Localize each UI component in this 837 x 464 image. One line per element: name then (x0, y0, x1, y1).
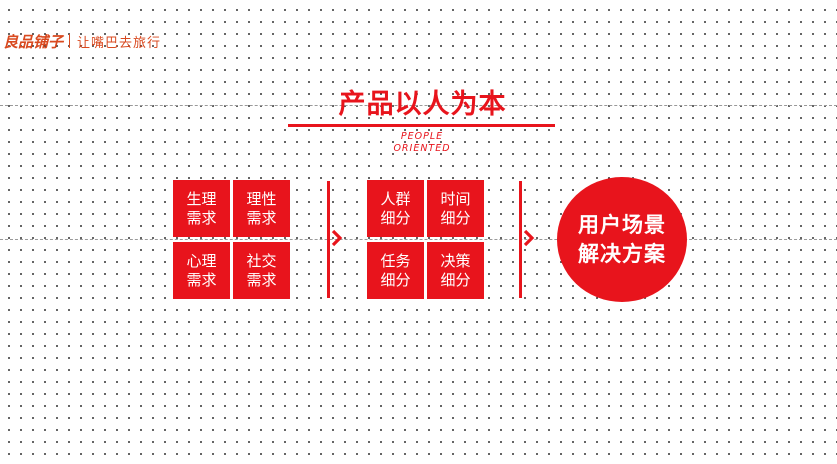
brand-logo: 良品铺子 (3, 32, 64, 51)
segment-box-label-2: 细分 (440, 270, 471, 289)
result-line-1: 用户场景 (578, 212, 666, 237)
brand-slogan: 让嘴巴去旅行 (77, 35, 162, 51)
segment-box-label-2: 细分 (380, 208, 411, 227)
brand-divider (69, 34, 71, 48)
segment-box-label-2: 细分 (380, 270, 411, 289)
subtitle-line-2: ORIENTED (393, 143, 451, 154)
segment-box-label-1: 人群 (380, 189, 411, 208)
segment-box-task: 任务 细分 (367, 242, 424, 299)
divider-bar-1 (327, 181, 330, 298)
need-box-label-1: 心理 (186, 251, 217, 270)
need-box-label-1: 生理 (186, 189, 217, 208)
diagram-subtitle: PEOPLE ORIENTED (370, 131, 474, 155)
segment-box-time: 时间 细分 (427, 180, 484, 237)
need-box-label-2: 需求 (186, 208, 217, 227)
result-line-2: 解决方案 (578, 241, 666, 266)
need-box-rational: 理性 需求 (233, 180, 290, 237)
segment-box-label-1: 决策 (440, 251, 471, 270)
title-underline (288, 124, 555, 127)
need-box-label-2: 需求 (246, 270, 277, 289)
segment-box-label-1: 任务 (380, 251, 411, 270)
chevron-right-icon (523, 229, 535, 247)
need-box-label-1: 社交 (246, 251, 277, 270)
brand-header: 良品铺子 让嘴巴去旅行 (3, 31, 161, 51)
chevron-right-icon (331, 229, 343, 247)
need-box-psychological: 心理 需求 (173, 242, 230, 299)
segment-box-crowd: 人群 细分 (367, 180, 424, 237)
need-box-label-2: 需求 (246, 208, 277, 227)
need-box-label-2: 需求 (186, 270, 217, 289)
segment-box-label-1: 时间 (440, 189, 471, 208)
segment-box-decision: 决策 细分 (427, 242, 484, 299)
segment-box-label-2: 细分 (440, 208, 471, 227)
subtitle-line-1: PEOPLE (400, 131, 444, 142)
need-box-social: 社交 需求 (233, 242, 290, 299)
diagram-title: 产品以人为本 (338, 89, 507, 120)
result-circle: 用户场景 解决方案 (557, 177, 687, 302)
need-box-physiological: 生理 需求 (173, 180, 230, 237)
guide-line-middle (0, 239, 837, 240)
need-box-label-1: 理性 (246, 189, 277, 208)
guide-line-top (0, 105, 837, 106)
divider-bar-2 (519, 181, 522, 298)
